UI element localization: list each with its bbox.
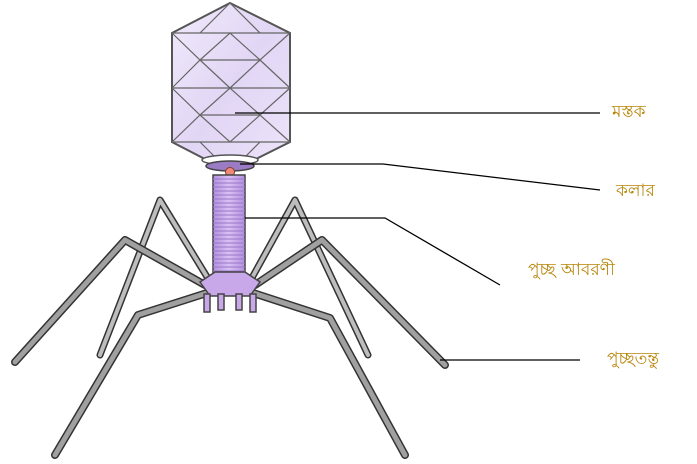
leader-lines xyxy=(235,113,600,360)
label-tail-sheath: পুচ্ছ আবরণী xyxy=(528,262,615,279)
capsid-head xyxy=(172,3,290,172)
tail-sheath xyxy=(213,175,245,275)
collar xyxy=(202,155,258,177)
label-head: মস্তক xyxy=(612,104,646,121)
label-tail-fiber: পুচ্ছতন্তু xyxy=(607,351,659,368)
leader-line-collar xyxy=(240,164,600,190)
base-plate xyxy=(200,272,260,312)
label-collar: কলার xyxy=(616,183,655,200)
